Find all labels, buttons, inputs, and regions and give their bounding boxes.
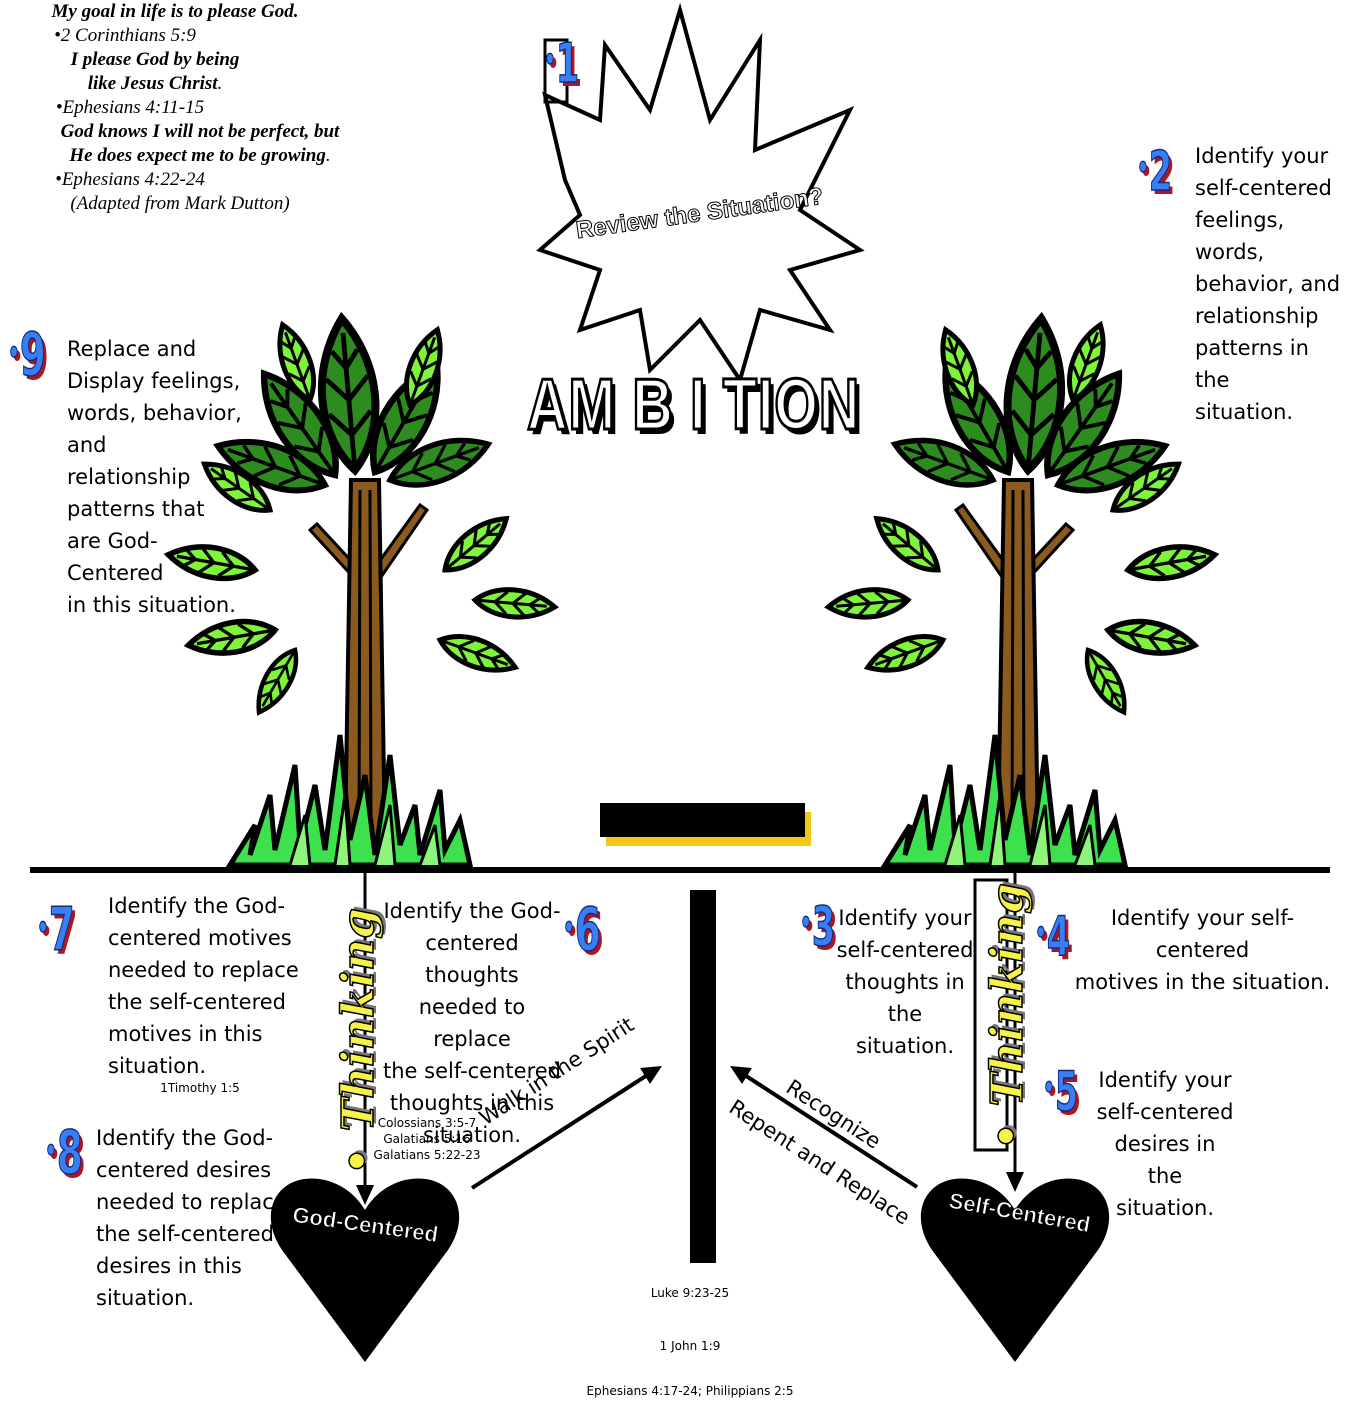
please-statement: I please God by being like Jesus Christ.	[70, 49, 240, 94]
perfect-ref: •Ephesians 4:22-24	[55, 169, 205, 190]
step-5-number: •5	[1043, 1059, 1079, 1124]
thinking-label-right: • Thinking	[981, 882, 1034, 1150]
self-centered-heart	[920, 1178, 1110, 1362]
step-7-number: •7	[37, 894, 76, 966]
step-3-number: •3	[800, 894, 836, 959]
step-8-number: •8	[45, 1117, 84, 1189]
goal-ref: •2 Corinthians 5:9	[54, 25, 196, 46]
goal-statement: My goal in life is to please God.	[51, 1, 299, 22]
step-1-number: •1	[544, 31, 580, 96]
cross-vertical	[690, 890, 716, 1263]
ref-ephesians-philippians: Ephesians 4:17-24; Philippians 2:5	[586, 1384, 794, 1398]
please-ref: •Ephesians 4:11-15	[55, 97, 205, 118]
ambition-title: AM B I TION	[526, 364, 861, 447]
review-burst	[536, 2, 865, 385]
right-tree	[827, 316, 1217, 840]
credit-line: (Adapted from Mark Dutton)	[70, 193, 290, 214]
ref-1john: 1 John 1:9	[659, 1339, 721, 1353]
step-6-number: •6	[563, 894, 602, 966]
perfect-statement: God knows I will not be perfect, but He …	[60, 121, 340, 166]
ref-1timothy: 1Timothy 1:5	[160, 1081, 240, 1095]
cross-bar	[600, 803, 805, 837]
step-4-number: •4	[1035, 904, 1071, 969]
step-9-number: •9	[8, 319, 47, 391]
step-2-number: •2	[1137, 139, 1173, 204]
ref-luke: Luke 9:23-25	[650, 1286, 730, 1300]
god-centered-heart	[270, 1178, 460, 1362]
